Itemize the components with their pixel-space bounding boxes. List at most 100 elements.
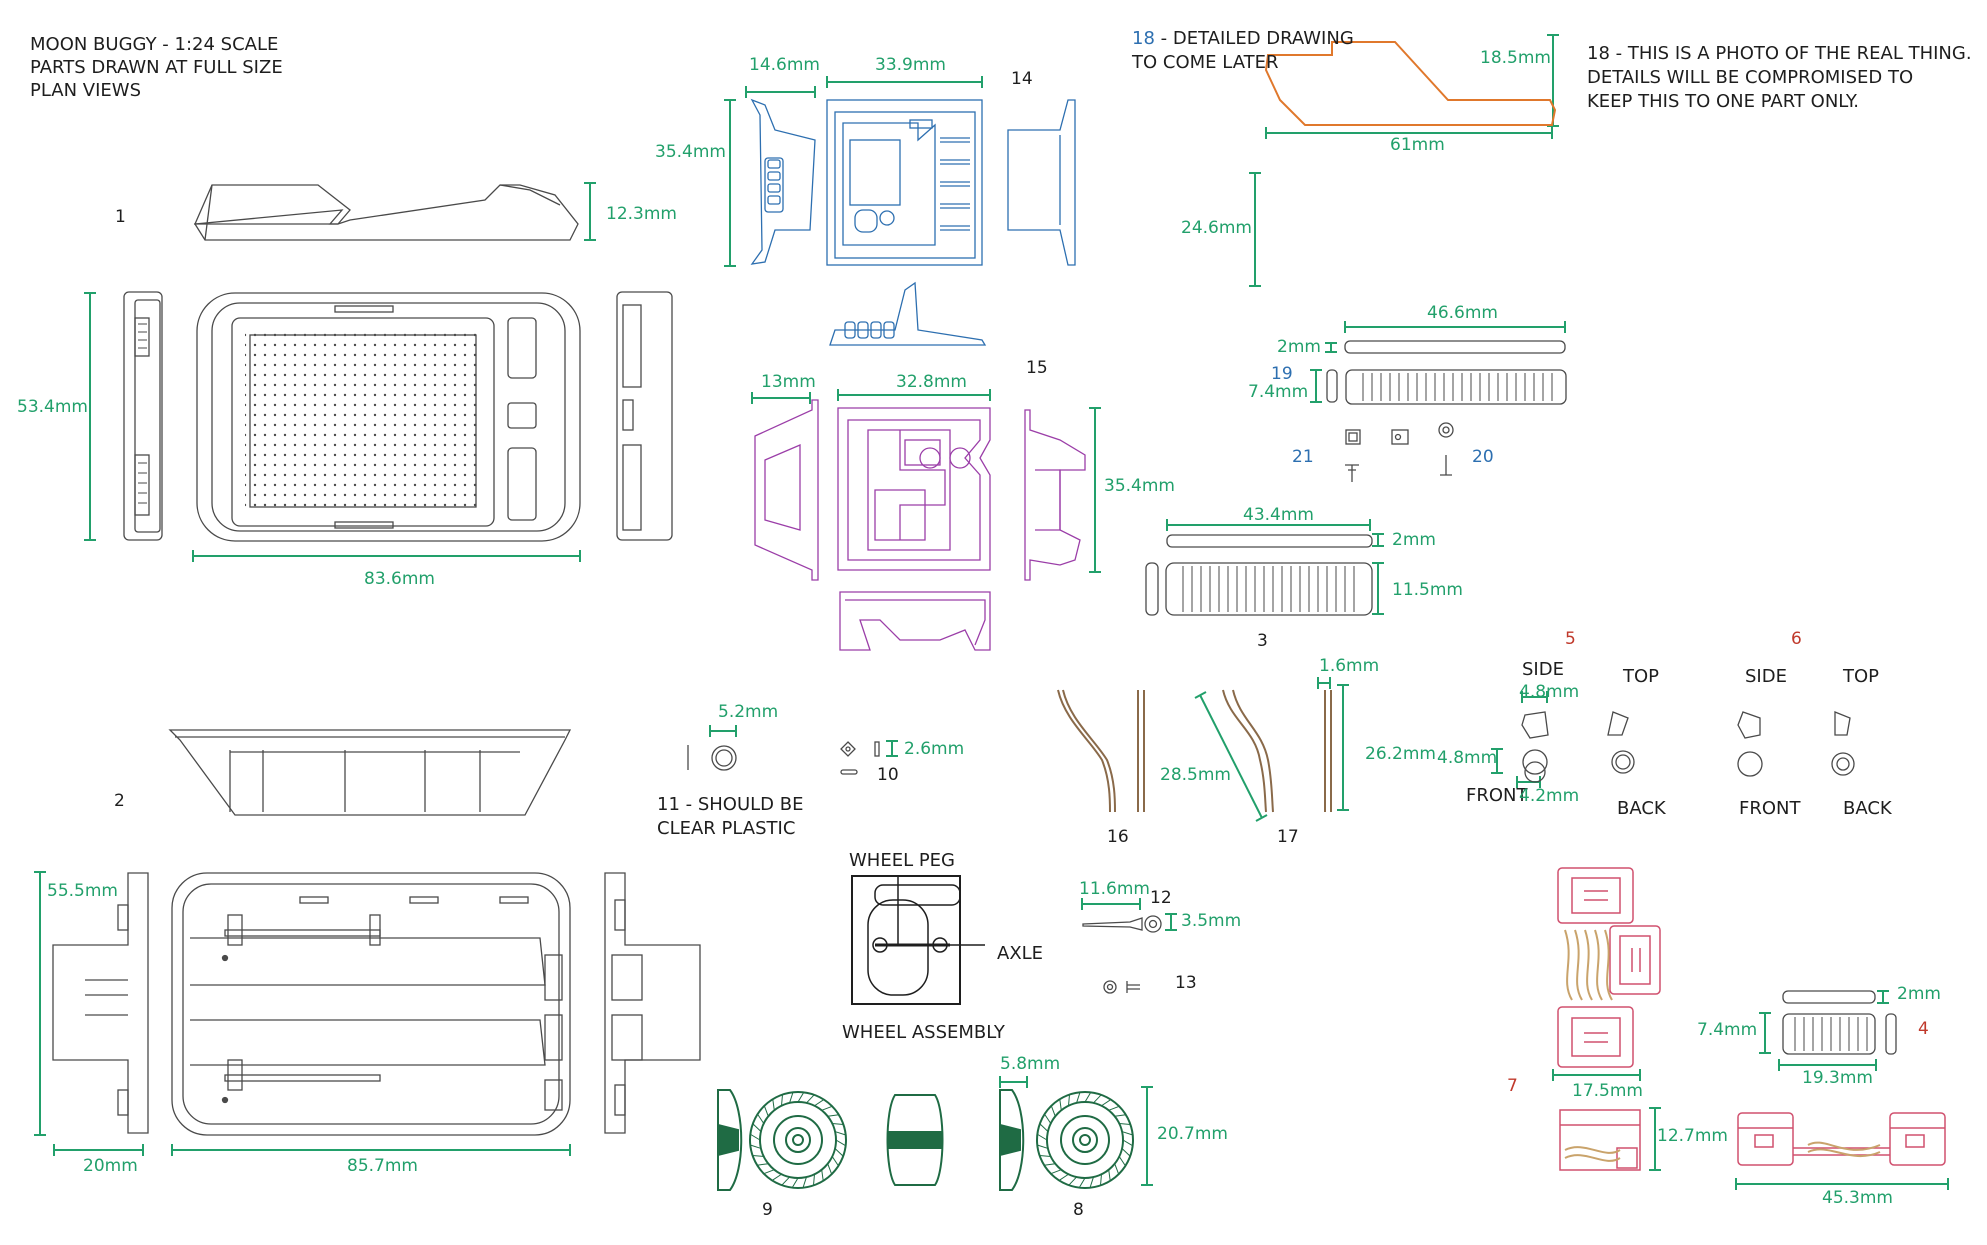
part-number-3: 3 [1257,631,1268,651]
part-number-2: 2 [114,791,125,811]
tread-line [1108,1105,1120,1111]
dim-label: 7.4mm [1697,1020,1758,1040]
part-5-front-label: FRONT [1466,785,1528,806]
dim-label: 12.7mm [1657,1126,1728,1146]
tread-line [781,1176,790,1186]
tread-line [821,1169,824,1181]
dim-label: 5.8mm [1000,1054,1061,1074]
part-5-side-label: SIDE [1522,659,1564,680]
part-18-drawing [1264,41,1557,126]
part-18-number: 18 [1132,28,1155,49]
part-number-1: 1 [115,207,126,227]
tread-line [797,1092,805,1103]
tread-line [1058,1173,1069,1181]
tread-line [832,1123,844,1125]
part-1-drawing [123,184,673,542]
part-18-note-text: - DETAILED DRAWING [1154,28,1354,49]
tread-line [1037,1133,1048,1141]
dim-label: 28.5mm [1160,765,1231,785]
part-number-15: 15 [1026,358,1048,378]
tread-line [831,1156,839,1167]
tread-line [781,1094,783,1106]
tread-line [806,1094,815,1104]
dimension-lines [34,34,1949,1190]
axle-label: AXLE [997,943,1044,964]
tread-line [802,1176,807,1188]
tread-line [757,1163,769,1166]
dim-label: 11.5mm [1392,580,1463,600]
dim-label: 35.4mm [1104,476,1175,496]
tread-line [1114,1163,1120,1175]
dim-label: 2mm [1897,984,1941,1004]
dim-label: 2mm [1392,530,1436,550]
wheel-assembly-drawing [851,875,985,1005]
part-number-4: 4 [1918,1019,1929,1039]
sheet-view-note: PLAN VIEWS [30,80,142,101]
tread-line [834,1148,844,1157]
photo-note-line2: DETAILS WILL BE COMPROMISED TO [1587,67,1914,88]
tread-line [752,1155,764,1157]
tread-line [763,1105,769,1117]
tread-line [1068,1094,1070,1106]
tread-line [814,1099,825,1107]
dim-label: 32.8mm [896,372,967,392]
dim-label: 18.5mm [1480,48,1551,68]
dim-label: 3.5mm [1181,911,1242,931]
tread-line [827,1114,839,1117]
part-number-21: 21 [1292,447,1314,467]
photo-note-line1: 18 - THIS IS A PHOTO OF THE REAL THING. [1587,43,1972,64]
dim-label: 24.6mm [1181,218,1252,238]
tread-line [821,1105,833,1111]
dim-label: 85.7mm [347,1156,418,1176]
dim-label: 1.6mm [1319,656,1380,676]
part-number-17: 17 [1277,827,1299,847]
tread-line [1121,1148,1131,1157]
tread-line [827,1163,833,1175]
wheel-peg-label: WHEEL PEG [849,850,956,871]
tread-line [1122,1139,1133,1147]
tread-line [813,1174,815,1186]
dim-label: 2.6mm [904,739,965,759]
part-2-drawing [52,729,701,1136]
dim-label: 4.8mm [1437,748,1498,768]
tread-line [763,1169,775,1175]
part-15-drawing [754,399,1086,651]
part-18-note: 18 - DETAILED DRAWING [1132,27,1354,50]
part-number-14: 14 [1011,69,1033,89]
tread-line [835,1139,846,1147]
part-14-drawing [750,98,1076,346]
tread-line [791,1177,799,1188]
dim-label: 12.3mm [606,204,677,224]
part-number-9: 9 [762,1200,773,1220]
dim-label: 14.6mm [749,55,820,75]
tread-line [1114,1114,1126,1117]
tread-line [1076,1092,1081,1104]
dim-label: 26.2mm [1365,744,1436,764]
tread-line [789,1092,794,1104]
part-5-back-label: BACK [1617,798,1666,819]
parts-5-6-drawing [1521,711,1855,783]
tread-line [1050,1105,1056,1117]
tread-line [1044,1113,1052,1124]
dim-label: 53.4mm [17,397,88,417]
tread-line [750,1133,761,1141]
tread-line [1093,1094,1102,1104]
tread-line [750,1144,762,1149]
tread-line [771,1173,782,1181]
dim-label: 4.2mm [1519,786,1580,806]
part-number-8: 8 [1073,1200,1084,1220]
tread-line [1108,1169,1111,1181]
part-number-16: 16 [1107,827,1129,847]
part-6-top-label: TOP [1843,666,1880,687]
tread-line [1039,1155,1051,1157]
tread-line [757,1113,765,1124]
part-18-note-line2: TO COME LATER [1132,52,1279,73]
dim-label: 4.8mm [1519,682,1580,702]
tread-line [1121,1131,1133,1136]
part-number-13: 13 [1175,973,1197,993]
tread-line [752,1123,762,1132]
rope-drawing [1564,929,1881,1162]
part-number-12: 12 [1150,888,1172,908]
